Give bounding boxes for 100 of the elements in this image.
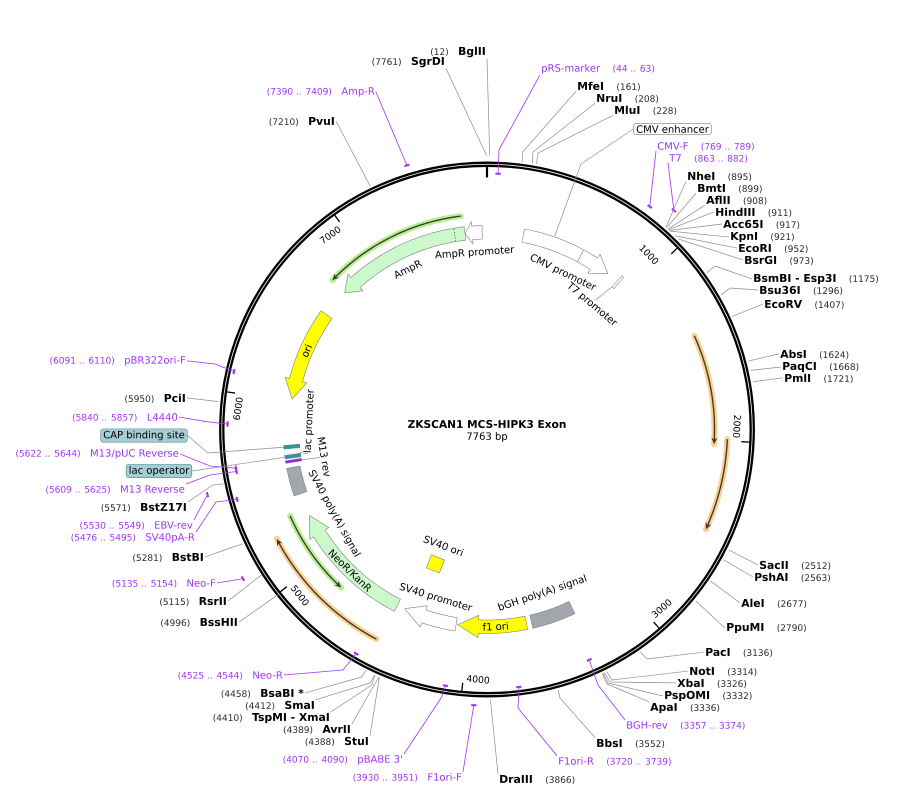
primer-range: (4525 .. 4544) — [178, 672, 242, 680]
primer-label: Amp-R — [341, 87, 375, 97]
leader-line — [732, 304, 764, 317]
primer-range: (7390 .. 7409) — [267, 88, 332, 96]
enzyme-label: SacII — [760, 560, 788, 570]
site-number: (161) — [617, 83, 640, 92]
site-number: (1407) — [815, 301, 844, 310]
primer-range: (5609 .. 5625) — [46, 486, 110, 494]
primer-label: pBABE 3' — [358, 755, 402, 765]
leader-line — [669, 224, 722, 231]
enzyme-label: BglII — [459, 46, 485, 58]
leader-line — [228, 574, 262, 602]
primer-range: (863 .. 882) — [694, 154, 748, 163]
site-number: (3314) — [728, 668, 756, 676]
leader-line — [204, 544, 243, 558]
leader-line — [490, 699, 498, 774]
leader-line — [640, 651, 704, 660]
primer-label: BGH-rev — [627, 721, 668, 729]
enzyme-label: PshAI — [755, 572, 788, 582]
primer-range: (3720 .. 3739) — [607, 758, 671, 766]
leader-line — [196, 499, 236, 532]
enzyme-label: EcoRV — [765, 300, 802, 308]
leader-line — [604, 672, 676, 684]
primer-mark — [471, 704, 476, 706]
leader-line — [606, 670, 688, 680]
primer-range: (5476 .. 5495) — [72, 534, 136, 542]
site-number: (4388) — [306, 738, 334, 746]
primer-label: M13 Reverse — [121, 485, 184, 493]
site-number: (4458) — [222, 690, 250, 698]
enzyme-label: NheI — [688, 172, 714, 180]
primer-range: (4070 .. 4090) — [283, 756, 348, 764]
leader-line — [304, 670, 366, 694]
feature-tag: lac operator — [126, 464, 192, 478]
enzyme-label: PciI — [164, 394, 185, 402]
enzyme-label: SgrDI — [412, 56, 444, 68]
primer-label: CMV-F — [658, 142, 688, 150]
map-size-label: 7763 bp — [467, 432, 508, 442]
enzyme-label: AvrII — [322, 725, 350, 733]
leader-line — [238, 594, 279, 622]
feature-mark — [612, 276, 624, 289]
site-number: (5950) — [125, 395, 154, 404]
leader-line — [594, 286, 612, 301]
primer-mark — [647, 204, 652, 209]
site-number: (1721) — [824, 375, 853, 384]
primer-label: EBV-rev — [155, 521, 193, 529]
leader-line — [602, 672, 664, 696]
primer-mark — [671, 208, 677, 213]
enzyme-label: PpuMI — [727, 623, 764, 634]
site-number: (12) — [431, 48, 448, 56]
site-number: (7210) — [270, 118, 298, 126]
site-number: (895) — [728, 173, 752, 182]
leader-line — [589, 660, 626, 720]
primer-range: (6091 .. 6110) — [50, 356, 114, 365]
site-number: (4410) — [214, 714, 242, 722]
leader-line — [187, 435, 284, 454]
enzyme-label: MfeI — [578, 82, 603, 90]
feature-mark — [284, 452, 302, 460]
leader-line — [498, 74, 540, 174]
leader-line — [301, 457, 320, 460]
site-number: (4996) — [161, 619, 190, 628]
primer-mark — [516, 686, 522, 688]
leader-line — [316, 674, 375, 700]
leader-line — [720, 288, 758, 296]
site-number: (908) — [744, 197, 766, 206]
primer-label: Neo-F — [188, 579, 216, 587]
enzyme-label: KpnI — [731, 232, 758, 242]
primer-label: pBR322ori-F — [125, 356, 186, 366]
leader-line — [336, 120, 371, 186]
leader-line — [649, 150, 656, 206]
leader-line — [188, 483, 224, 502]
primer-range: (769 .. 789) — [702, 142, 754, 151]
leader-line — [695, 600, 726, 628]
leader-line — [706, 266, 752, 280]
leader-line — [186, 360, 234, 372]
site-number: (2677) — [778, 600, 806, 608]
enzyme-label: AleI — [741, 598, 764, 608]
primer-mark — [353, 651, 359, 656]
leader-line — [666, 192, 696, 228]
site-number: (973) — [790, 257, 813, 266]
primer-range: (44 .. 63) — [613, 64, 654, 73]
leader-line — [750, 366, 782, 371]
leader-line — [674, 235, 738, 248]
leader-line — [330, 674, 376, 712]
leader-line — [192, 456, 285, 472]
feature-band: f1 ori — [458, 615, 528, 638]
enzyme-label: BssHII — [200, 618, 237, 626]
site-number: (1175) — [850, 275, 878, 284]
site-number: (899) — [739, 185, 762, 194]
enzyme-label: PvuI — [309, 117, 334, 126]
leader-line — [180, 454, 236, 469]
feature-mark — [285, 458, 302, 464]
primer-mark — [232, 368, 236, 374]
primer-label: F1ori-F — [428, 773, 462, 781]
leader-line — [462, 706, 474, 772]
leader-line — [728, 550, 758, 566]
leader-line — [216, 578, 242, 584]
site-number: (208) — [635, 95, 658, 104]
site-number: (3326) — [718, 680, 746, 688]
leader-line — [486, 58, 490, 156]
site-number: (5571) — [102, 504, 130, 512]
